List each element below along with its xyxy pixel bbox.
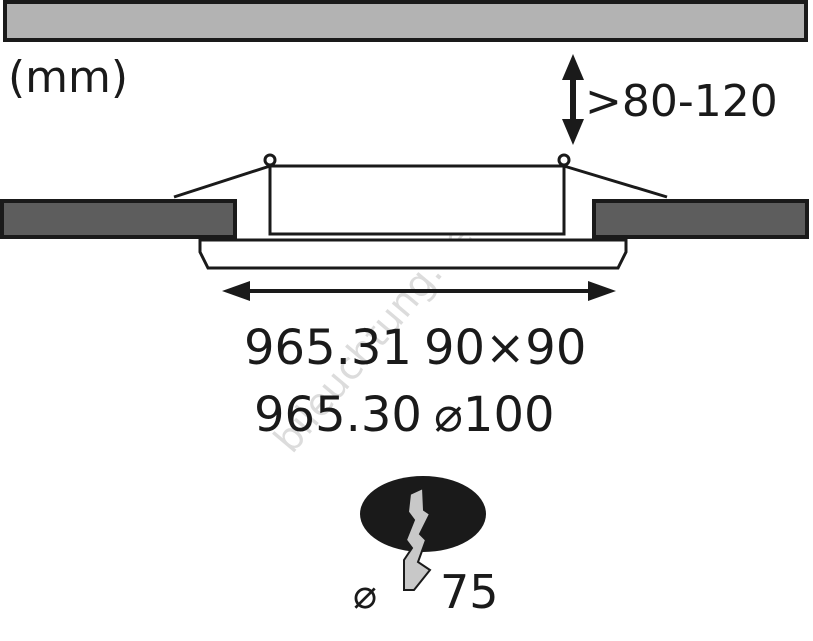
cutout-diameter-value: 75 xyxy=(440,565,499,619)
drill-bit-icon xyxy=(403,486,432,591)
model-code-1: 965.31 xyxy=(244,320,412,376)
model-code-2: 965.30 xyxy=(254,387,422,443)
width-arrow xyxy=(222,281,616,301)
clearance-arrow xyxy=(562,54,584,145)
cutout-diameter-symbol: ⌀ xyxy=(353,572,377,618)
ceiling-board-left xyxy=(0,199,237,239)
luminaire-fixture xyxy=(173,153,668,270)
ceiling-board-right xyxy=(592,199,809,239)
unit-label: (mm) xyxy=(8,52,128,103)
clearance-label: >80-120 xyxy=(585,76,778,127)
ceiling-slab xyxy=(3,0,808,42)
model-size-2: ⌀100 xyxy=(434,387,555,443)
model-size-1: 90×90 xyxy=(424,320,586,376)
